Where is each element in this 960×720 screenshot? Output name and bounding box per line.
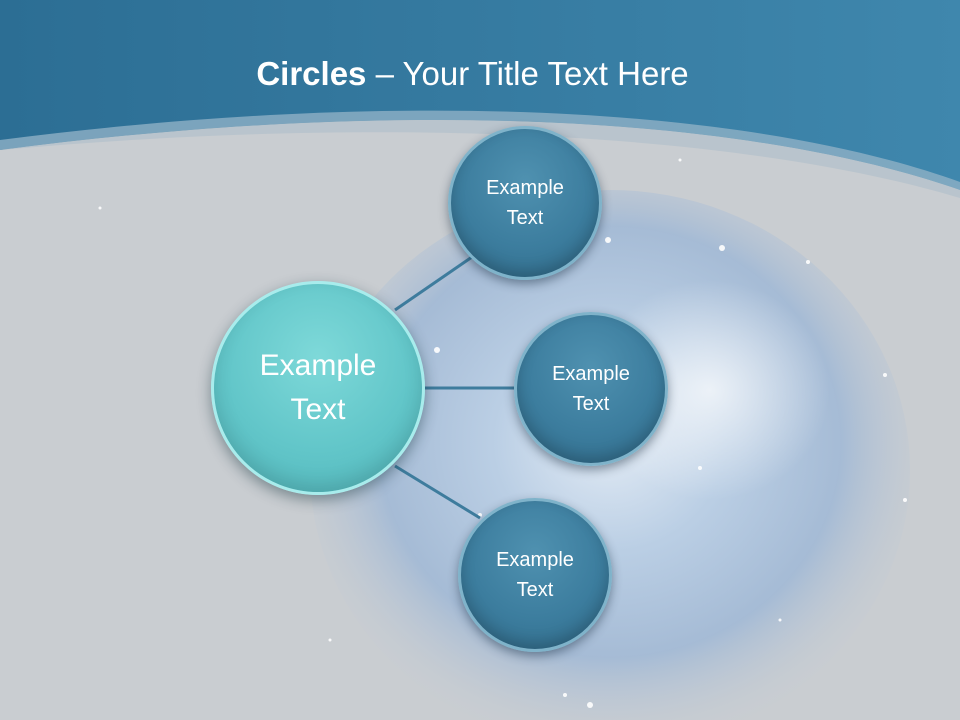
node-label-line2: Text <box>516 579 554 601</box>
node-label-line2: Text <box>506 207 544 229</box>
title-rest: – Your Title Text Here <box>366 55 689 92</box>
center-label-line2: Text <box>290 393 346 426</box>
node-label-line1: Example <box>496 549 574 571</box>
connectors <box>394 255 514 520</box>
node-label-line1: Example <box>486 177 564 199</box>
node-label-line1: Example <box>552 363 630 385</box>
node-circle-top: Example Text <box>448 126 602 280</box>
title-bold: Circles <box>256 55 367 92</box>
connector-line-top <box>394 255 473 312</box>
node-circle-middle: Example Text <box>514 312 668 466</box>
node-circle-bottom: Example Text <box>458 498 612 652</box>
connector-line-bottom <box>394 464 481 520</box>
slide-title: Circles – Your Title Text Here <box>0 52 945 96</box>
center-label-line1: Example <box>259 349 377 382</box>
center-circle: Example Text <box>211 281 425 495</box>
node-label-line2: Text <box>572 393 610 415</box>
